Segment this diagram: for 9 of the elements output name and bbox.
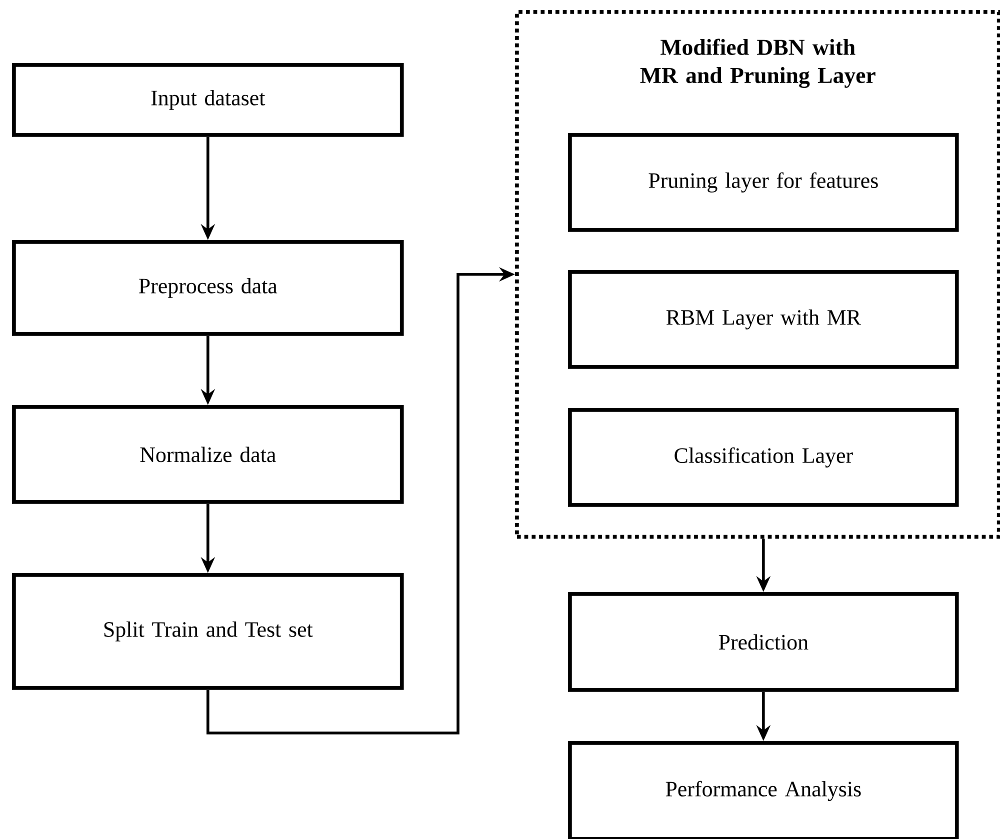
process-box: Normalize data [12,405,404,504]
process-box: RBM Layer with MR [568,270,959,369]
process-box: Input dataset [12,63,404,137]
process-box: Prediction [568,592,959,692]
process-box: Pruning layer for features [568,133,959,232]
process-box: Split Train and Test set [12,573,404,690]
process-box: Preprocess data [12,240,404,336]
process-box: Classification Layer [568,408,959,507]
process-box: Performance Analysis [568,741,959,839]
